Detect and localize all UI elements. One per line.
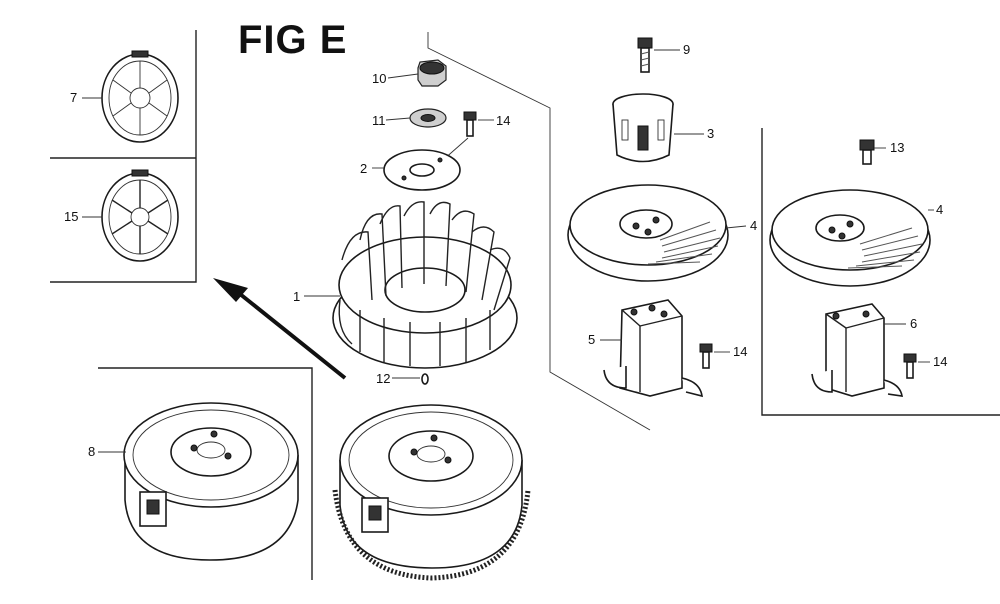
direction-arrow xyxy=(213,278,347,380)
part-2-plate xyxy=(383,149,461,191)
callout-11: 11 xyxy=(372,113,386,128)
flywheel-ring-gear xyxy=(332,404,531,581)
figure-title: FIG E xyxy=(238,18,348,62)
part-4-plate-b xyxy=(769,189,931,287)
part-7-rotor-cover xyxy=(101,50,179,143)
callout-8: 8 xyxy=(88,444,96,459)
leader-lines xyxy=(82,49,934,453)
part-14-bolt-c xyxy=(903,353,917,379)
callout-14-b: 14 xyxy=(733,344,748,359)
callout-5: 5 xyxy=(588,332,596,347)
callout-4-a: 4 xyxy=(750,218,758,233)
callout-14-c: 14 xyxy=(933,354,948,369)
callout-12: 12 xyxy=(376,371,391,386)
callout-14-a: 14 xyxy=(496,113,511,128)
frame-lines xyxy=(50,30,1000,580)
part-9-bolt xyxy=(637,37,653,73)
part-14-bolt-a xyxy=(463,111,477,137)
part-11-washer xyxy=(409,108,447,128)
part-5-bracket xyxy=(603,299,703,398)
callout-7: 7 xyxy=(70,90,78,105)
callout-9: 9 xyxy=(683,42,691,57)
callout-1: 1 xyxy=(293,289,301,304)
callout-2: 2 xyxy=(360,161,368,176)
part-13-bolt xyxy=(859,139,875,165)
part-6-bracket xyxy=(811,303,903,397)
callout-4-b: 4 xyxy=(936,202,944,217)
callout-15: 15 xyxy=(64,209,79,224)
callout-6: 6 xyxy=(910,316,918,331)
callout-10: 10 xyxy=(372,71,387,86)
callout-13: 13 xyxy=(890,140,905,155)
part-14-bolt-b xyxy=(699,343,713,369)
part-1-cooling-fan xyxy=(332,201,518,369)
part-10-nut xyxy=(417,59,447,87)
part-4-plate-a xyxy=(567,184,729,282)
part-8-flywheel xyxy=(123,402,299,561)
callout-3: 3 xyxy=(707,126,715,141)
part-15-rotor-cover xyxy=(101,169,179,262)
part-3-collar xyxy=(612,93,674,163)
part-12-key xyxy=(421,373,429,385)
